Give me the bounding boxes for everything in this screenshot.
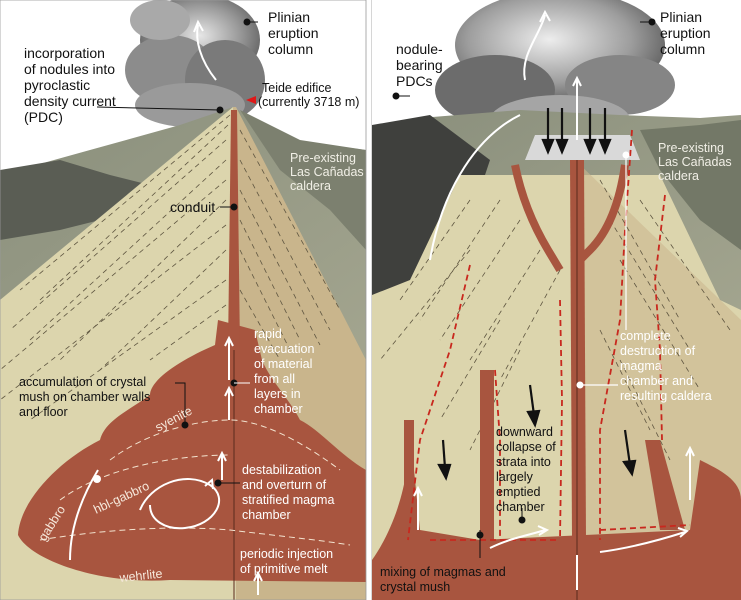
- mixing-line1: mixing of magmas and: [380, 565, 506, 579]
- nodule-label: nodule- bearing PDCs: [396, 41, 443, 89]
- left-panel: [0, 0, 366, 600]
- incorp-line2: of nodules into: [24, 61, 115, 77]
- left-magma-chamber: [18, 320, 366, 582]
- destruction-label: complete destruction of magma chamber an…: [620, 329, 712, 403]
- accum-line2: mush on chamber walls: [19, 390, 150, 404]
- incorp-line1: incorporation: [24, 45, 105, 61]
- right-panel: [372, 0, 741, 600]
- accumulation-label: accumulation of crystal mush on chamber …: [19, 375, 150, 419]
- left-caldera-label: Pre-existing Las Cañadas caldera: [290, 151, 364, 193]
- rapid-line1: rapid: [254, 327, 282, 341]
- right-caldera-line3: caldera: [658, 169, 699, 183]
- nodule-line2: bearing: [396, 57, 443, 73]
- left-plinian-line2: eruption: [268, 25, 319, 41]
- right-caldera-label: Pre-existing Las Cañadas caldera: [658, 141, 732, 183]
- right-plinian-line3: column: [660, 41, 705, 57]
- accum-line1: accumulation of crystal: [19, 375, 146, 389]
- collapse-line4: largely: [496, 470, 534, 484]
- destab-line2: and overturn of: [242, 478, 327, 492]
- destr-line5: resulting caldera: [620, 389, 712, 403]
- destabilization-label: destabilization and overturn of stratifi…: [242, 463, 334, 522]
- svg-text:eruption: eruption: [268, 25, 319, 41]
- teide-red-arrow-icon: [246, 96, 256, 104]
- incorp-line5: (PDC): [24, 109, 63, 125]
- periodic-injection-label: periodic injection of primitive melt: [240, 547, 333, 576]
- nodule-line3: PDCs: [396, 73, 433, 89]
- nodule-line1: nodule-: [396, 41, 443, 57]
- right-plinian-label: Plinian eruption column: [660, 9, 711, 57]
- svg-text:Plinian: Plinian: [268, 9, 310, 25]
- incorp-line3: pyroclastic: [24, 77, 90, 93]
- left-caldera-line3: caldera: [290, 179, 331, 193]
- right-conduit: [570, 160, 586, 540]
- svg-text:column: column: [268, 41, 313, 57]
- destr-line2: destruction of: [620, 344, 696, 358]
- left-plinian-label: Plinian eruption column: [268, 9, 319, 57]
- accum-line3: and floor: [19, 405, 68, 419]
- right-caldera-line2: Las Cañadas: [658, 155, 732, 169]
- collapse-line5: emptied: [496, 485, 541, 499]
- rapid-line5: layers in: [254, 387, 301, 401]
- left-caldera-line1: Pre-existing: [290, 151, 356, 165]
- collapse-label: downward collapse of strata into largely…: [496, 425, 556, 514]
- conduit-label: conduit: [170, 199, 215, 215]
- left-pdc-cloud: [0, 160, 150, 240]
- destr-line4: chamber and: [620, 374, 693, 388]
- destab-line1: destabilization: [242, 463, 321, 477]
- incorporation-label: incorporation of nodules into pyroclasti…: [24, 45, 116, 125]
- teide-line2: (currently 3718 m): [258, 95, 359, 109]
- incorp-line4: density current: [24, 93, 116, 109]
- collapse-line2: collapse of: [496, 440, 556, 454]
- destab-line4: chamber: [242, 508, 291, 522]
- rapid-line3: of material: [254, 357, 312, 371]
- collapse-line3: strata into: [496, 455, 551, 469]
- destr-line1: complete: [620, 329, 671, 343]
- destab-line3: stratified magma: [242, 493, 334, 507]
- collapse-line1: downward: [496, 425, 553, 439]
- right-plinian-line1: Plinian: [660, 9, 702, 25]
- right-pdc-cloud: [372, 115, 490, 300]
- left-conduit: [228, 110, 240, 350]
- mixing-line2: crystal mush: [380, 580, 450, 594]
- right-caldera-line1: Pre-existing: [658, 141, 724, 155]
- rapid-line6: chamber: [254, 402, 303, 416]
- teide-label: Teide edifice (currently 3718 m): [258, 81, 359, 109]
- panel-divider: [366, 0, 372, 600]
- periodic-line1: periodic injection: [240, 547, 333, 561]
- right-magma-floor: [372, 430, 741, 600]
- mixing-label: mixing of magmas and crystal mush: [380, 565, 506, 594]
- destr-line3: magma: [620, 359, 662, 373]
- rapid-line2: evacuation: [254, 342, 315, 356]
- rapid-line4: from all: [254, 372, 295, 386]
- right-plinian-line2: eruption: [660, 25, 711, 41]
- left-plinian-line1: Plinian: [268, 9, 310, 25]
- left-plinian-line3: column: [268, 41, 313, 57]
- left-caldera-line2: Las Cañadas: [290, 165, 364, 179]
- left-plume: [125, 0, 265, 127]
- teide-line1: Teide edifice: [262, 81, 332, 95]
- periodic-line2: of primitive melt: [240, 562, 328, 576]
- rapid-evacuation-label: rapid evacuation of material from all la…: [254, 327, 315, 416]
- wehrlite-label: wehrlite: [118, 567, 163, 586]
- collapse-line6: chamber: [496, 500, 545, 514]
